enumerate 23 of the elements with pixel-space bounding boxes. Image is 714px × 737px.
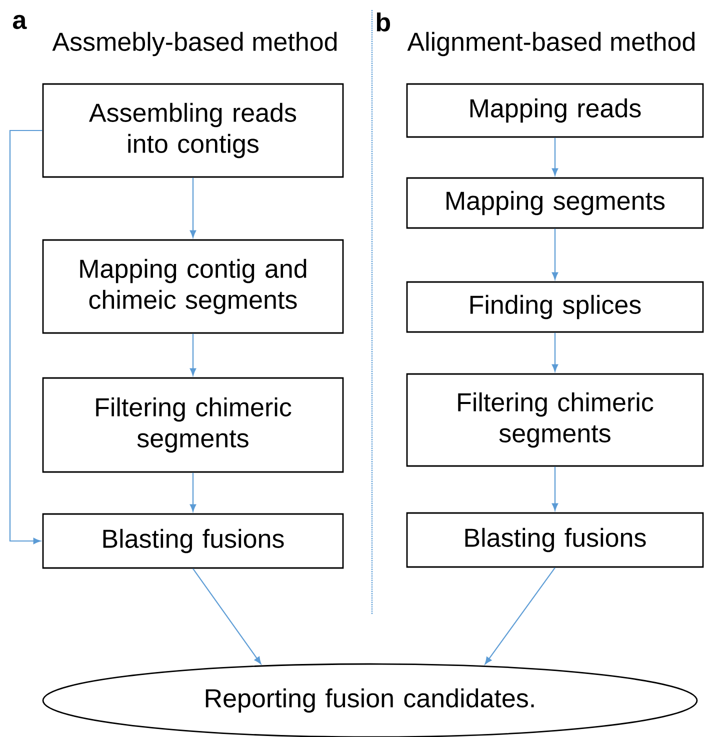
arrow xyxy=(9,129,42,544)
process-box: Blasting fusions xyxy=(42,513,344,569)
panel-letter: a xyxy=(12,14,27,30)
arrow xyxy=(190,472,196,512)
arrow xyxy=(552,138,558,176)
arrow xyxy=(552,228,558,280)
arrow xyxy=(552,332,558,372)
process-box: Blasting fusions xyxy=(406,512,704,568)
process-box: Filtering chimeric segments xyxy=(42,377,344,473)
process-box: Finding splices xyxy=(406,281,704,333)
arrow xyxy=(552,466,558,511)
arrow xyxy=(192,568,262,664)
process-box: Assembling reads into contigs xyxy=(42,83,344,178)
process-box: Mapping reads xyxy=(406,83,704,138)
arrow xyxy=(190,178,196,238)
arrow xyxy=(484,567,556,664)
process-box: Mapping segments xyxy=(406,177,704,229)
panel-heading: Assmebly-based method xyxy=(52,32,337,56)
panel-heading: Alignment-based method xyxy=(407,32,694,56)
panel-letter: b xyxy=(376,12,390,32)
process-box: Filtering chimeric segments xyxy=(406,373,704,467)
process-box: Mapping contig and chimeic segments xyxy=(42,239,344,334)
arrow xyxy=(190,334,196,376)
